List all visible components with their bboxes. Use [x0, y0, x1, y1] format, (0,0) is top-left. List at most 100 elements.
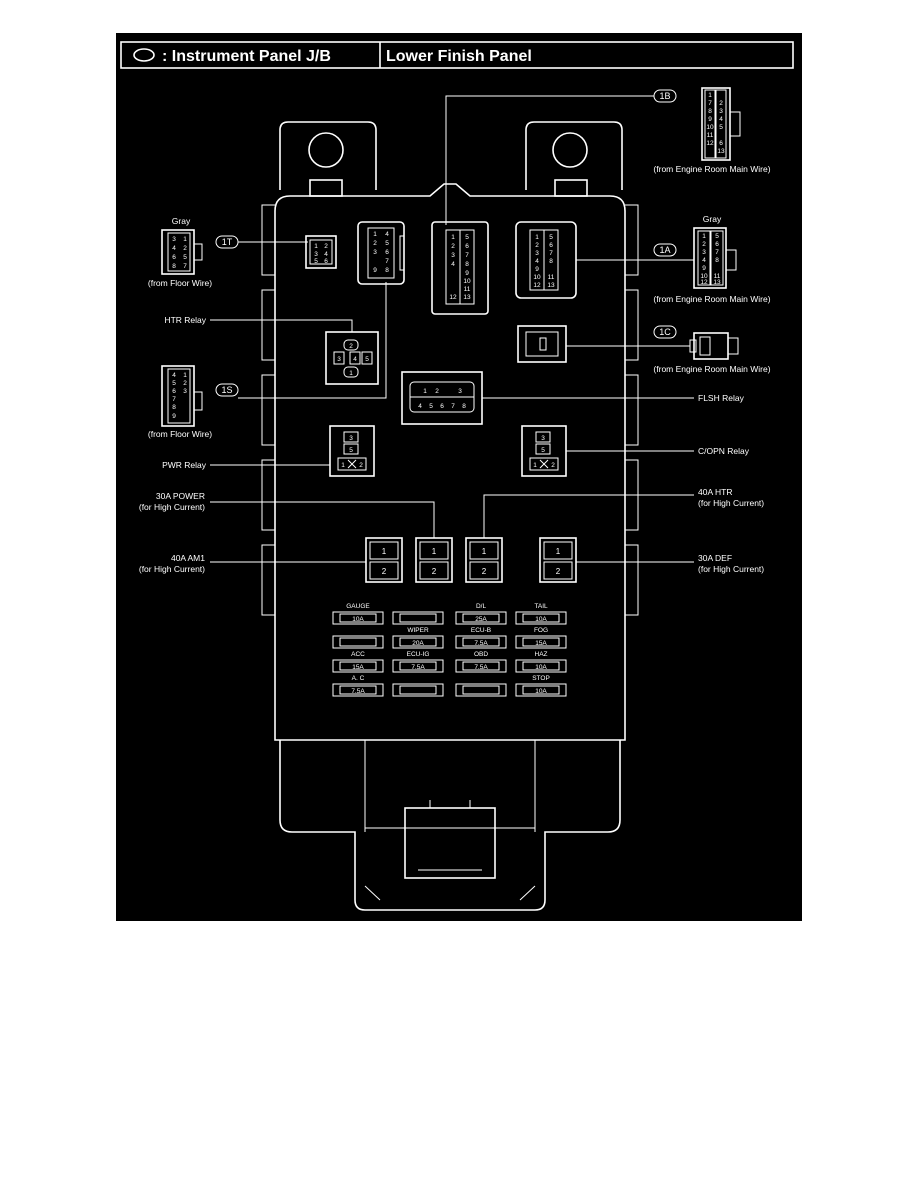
header-location: Lower Finish Panel: [386, 48, 532, 65]
svg-text:5: 5: [541, 447, 545, 454]
fuse-spare-2: [332, 635, 384, 649]
jb-socket-1S: 1 4 2 5 3 6 7 8 9: [357, 221, 405, 285]
svg-text:13: 13: [717, 148, 725, 155]
svg-text:7.5A: 7.5A: [474, 664, 488, 671]
fuse-label-ecub: ECU-B: [471, 627, 491, 634]
svg-text:5: 5: [349, 447, 353, 454]
svg-text:20A: 20A: [412, 640, 424, 647]
svg-text:9: 9: [465, 270, 469, 277]
fuse-tail: 10A: [515, 611, 567, 625]
svg-text:8: 8: [462, 403, 466, 410]
svg-text:2: 2: [482, 567, 487, 576]
svg-text:6: 6: [549, 242, 553, 249]
fuse-label-gauge: GAUGE: [346, 603, 370, 610]
connector-code-1S: 1S: [221, 385, 232, 395]
svg-text:3: 3: [535, 250, 539, 257]
svg-text:1: 1: [556, 547, 561, 556]
connector-code-1T: 1T: [222, 237, 233, 247]
svg-text:6: 6: [465, 243, 469, 250]
svg-text:2: 2: [719, 100, 723, 107]
svg-text:4: 4: [535, 258, 539, 265]
svg-text:2: 2: [359, 462, 363, 469]
svg-text:10: 10: [533, 274, 541, 281]
svg-text:5: 5: [183, 254, 187, 261]
relay-label-htr: HTR Relay: [164, 315, 206, 325]
fuse-acc: 15A: [332, 659, 384, 673]
svg-text:3: 3: [719, 108, 723, 115]
svg-text:10A: 10A: [535, 664, 547, 671]
badge-1S: [215, 383, 239, 397]
svg-text:11: 11: [464, 286, 471, 293]
svg-text:8: 8: [708, 108, 712, 115]
junction-box-outline: [261, 121, 639, 911]
connector-code-1C: 1C: [659, 327, 671, 337]
svg-text:9: 9: [708, 116, 712, 123]
jb-socket-1T: 1 2 3 4 5 6: [305, 235, 337, 269]
svg-text:25A: 25A: [475, 616, 487, 623]
connector-color-1T: Gray: [172, 216, 191, 226]
svg-text:9: 9: [373, 267, 377, 274]
svg-text:1: 1: [314, 243, 318, 250]
svg-text:10: 10: [706, 124, 714, 131]
header-bar: : Instrument Panel J/B Lower Finish Pane…: [120, 41, 794, 69]
relay-label-pwr: PWR Relay: [162, 460, 207, 470]
svg-text:11: 11: [707, 132, 714, 139]
connector-1B: 1 7 2 8 3 9 4 10 5 11 6 12 13 1B (from E…: [653, 87, 771, 174]
svg-text:2: 2: [432, 567, 437, 576]
oval-symbol-icon: [133, 48, 155, 62]
fuse-haz: 10A: [515, 659, 567, 673]
svg-text:1: 1: [451, 234, 455, 241]
hc-note-htr: (for High Current): [698, 498, 764, 508]
connector-1S: 4 1 5 2 6 3 7 8 9 1S (from Floor Wire): [148, 365, 239, 439]
svg-text:4: 4: [719, 116, 723, 123]
svg-text:10: 10: [700, 273, 708, 280]
svg-text:2: 2: [551, 462, 555, 469]
relay-pwr: 3 5 1 2: [329, 425, 375, 477]
svg-text:1: 1: [533, 462, 537, 469]
connector-source-1B: (from Engine Room Main Wire): [653, 164, 770, 174]
hc-label-def: 30A DEF: [698, 553, 732, 563]
svg-text:3: 3: [458, 388, 462, 395]
fuse-label-obd: OBD: [474, 651, 488, 658]
hc-note-power: (for High Current): [139, 502, 205, 512]
svg-text:3: 3: [337, 356, 341, 363]
connector-code-1B: 1B: [659, 91, 670, 101]
svg-text:10A: 10A: [535, 616, 547, 623]
svg-text:9: 9: [172, 413, 176, 420]
fuse-ecuig: 7.5A: [392, 659, 444, 673]
hc-note-am1: (for High Current): [139, 564, 205, 574]
fuse-label-stop: STOP: [532, 675, 550, 682]
svg-text:1: 1: [535, 234, 539, 241]
svg-text:4: 4: [385, 231, 389, 238]
svg-text:2: 2: [451, 243, 455, 250]
svg-text:1: 1: [432, 547, 437, 556]
fuse-label-ac: A. C: [352, 675, 365, 682]
relay-htr: 2 3 4 5 1: [325, 331, 379, 385]
connector-source-1A: (from Engine Room Main Wire): [653, 294, 770, 304]
svg-text:11: 11: [714, 273, 721, 280]
fuse-label-haz: HAZ: [535, 651, 548, 658]
svg-text:1: 1: [482, 547, 487, 556]
fuse-spare-1: [392, 611, 444, 625]
svg-text:6: 6: [385, 249, 389, 256]
svg-text:3: 3: [172, 236, 176, 243]
connector-source-1T: (from Floor Wire): [148, 278, 212, 288]
connector-1C: 1C (from Engine Room Main Wire): [653, 325, 771, 374]
connector-1T: Gray 3 1 4 2 6 5 8 7 1T (from Floor Wire…: [148, 216, 239, 288]
svg-text:3: 3: [183, 388, 187, 395]
svg-text:10: 10: [463, 278, 471, 285]
svg-text:13: 13: [547, 282, 555, 289]
svg-text:2: 2: [556, 567, 561, 576]
svg-text:1: 1: [382, 547, 387, 556]
svg-text:6: 6: [172, 254, 176, 261]
svg-text:2: 2: [535, 242, 539, 249]
svg-text:3: 3: [541, 435, 545, 442]
svg-text:10A: 10A: [352, 616, 364, 623]
badge-1C: [653, 325, 677, 339]
svg-text:2: 2: [349, 343, 353, 350]
svg-text:10A: 10A: [535, 688, 547, 695]
svg-text:7.5A: 7.5A: [411, 664, 425, 671]
svg-text:5: 5: [465, 234, 469, 241]
fuse-label-wiper: WIPER: [407, 627, 429, 634]
